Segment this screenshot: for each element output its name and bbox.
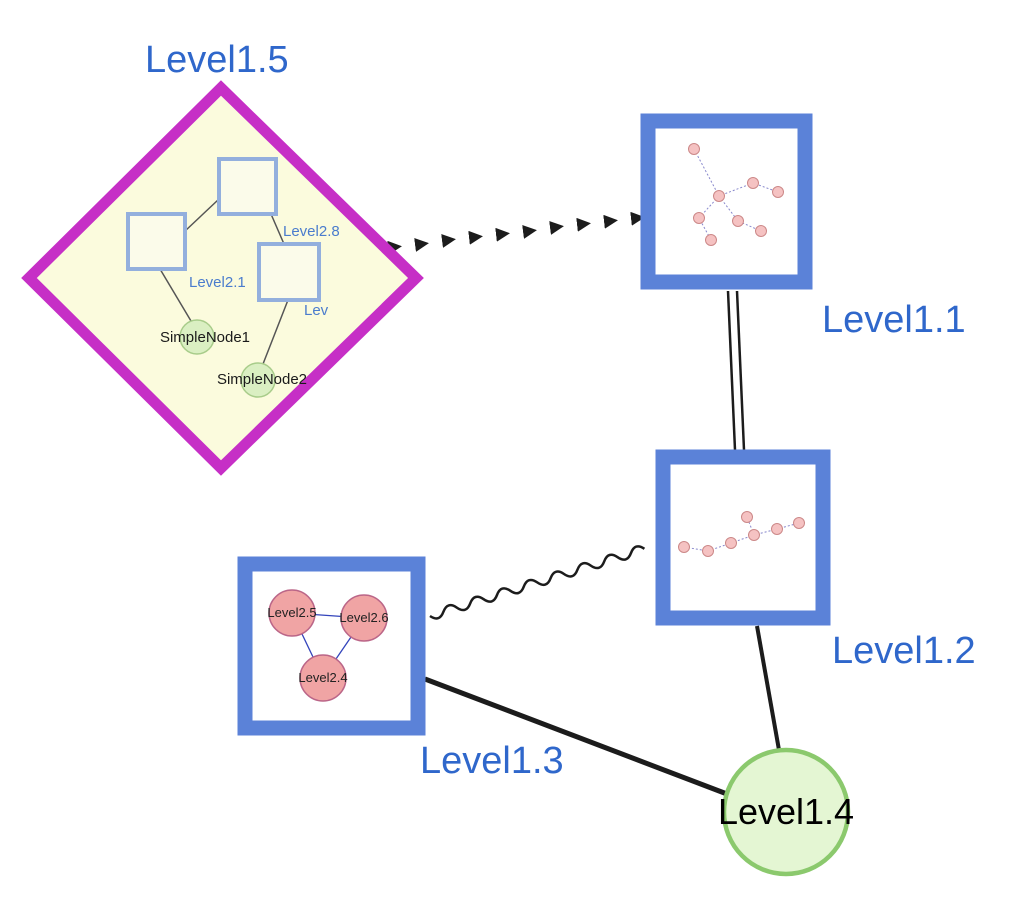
mini-node [747, 177, 759, 189]
mini-node [688, 143, 700, 155]
simplenode2-circle[interactable] [240, 362, 276, 398]
mini-node [755, 225, 767, 237]
inner-square-lev[interactable] [257, 242, 321, 302]
level26-circle[interactable] [340, 594, 388, 642]
inner-edge-l28-l2c[interactable] [270, 213, 285, 245]
edge-level12-level14[interactable] [755, 625, 781, 751]
mini-node [748, 529, 760, 541]
edge-level13-level14[interactable] [424, 676, 728, 797]
inner-square-level28[interactable] [217, 157, 278, 216]
level25-circle[interactable] [268, 589, 316, 637]
mini-node [771, 523, 783, 535]
simplenode2-label: SimpleNode2 [217, 371, 307, 388]
mini-node [725, 537, 737, 549]
double-line-right[interactable] [735, 290, 746, 451]
mini-node [793, 517, 805, 529]
node-level11-group[interactable] [640, 113, 813, 290]
level25-label: Level2.5 [267, 605, 316, 620]
mini-node [713, 190, 725, 202]
inner-square-level21[interactable] [126, 212, 187, 271]
level14-circle[interactable] [721, 747, 851, 877]
mini-node [772, 186, 784, 198]
inner-square-level28-label: Level2.8 [283, 223, 340, 240]
level12-square[interactable] [655, 449, 831, 626]
level14-label: Level1.4 [718, 791, 854, 832]
level26-label: Level2.6 [339, 610, 388, 625]
mini-node [702, 545, 714, 557]
edge-level15-level11[interactable] [387, 211, 645, 255]
node-level15-group[interactable]: Level2.8 Level2.1 Lev SimpleNode1 Simple… [21, 80, 424, 476]
inner-square-lev-label: Lev [304, 302, 329, 319]
mini-node [705, 234, 717, 246]
mini-node [732, 215, 744, 227]
inner-square-level21-label: Level2.1 [189, 274, 246, 291]
inner-edge-l21-sn1[interactable] [159, 268, 192, 322]
inner-edge-l21-l28[interactable] [183, 198, 220, 233]
edge-level11-level12[interactable] [726, 290, 746, 451]
node-level13-group[interactable]: Level2.5 Level2.6 Level2.4 [237, 556, 426, 736]
level12-mini-graph [678, 511, 805, 557]
node-level14[interactable]: Level1.4 [718, 747, 854, 877]
level11-square[interactable] [640, 113, 813, 290]
mini-node [693, 212, 705, 224]
level11-mini-graph [688, 143, 784, 246]
level24-label: Level2.4 [298, 670, 347, 685]
double-line-left[interactable] [726, 290, 737, 451]
mini-node [678, 541, 690, 553]
level15-label: Level1.5 [145, 39, 289, 81]
mini-node [741, 511, 753, 523]
simplenode1-label: SimpleNode1 [160, 329, 250, 346]
level11-label: Level1.1 [822, 299, 966, 341]
dashed-arrow-edge[interactable] [387, 211, 645, 255]
level24-circle[interactable] [299, 654, 347, 702]
inner-edge-l2c-sn2[interactable] [262, 299, 289, 365]
simplenode1-circle[interactable] [179, 319, 215, 355]
level13-square[interactable] [237, 556, 426, 736]
level15-diamond[interactable] [21, 80, 424, 476]
node-level12-group[interactable] [655, 449, 831, 626]
level12-label: Level1.2 [832, 630, 976, 672]
level13-label: Level1.3 [420, 740, 564, 782]
edge-level13-level12-wavy[interactable] [429, 545, 646, 620]
